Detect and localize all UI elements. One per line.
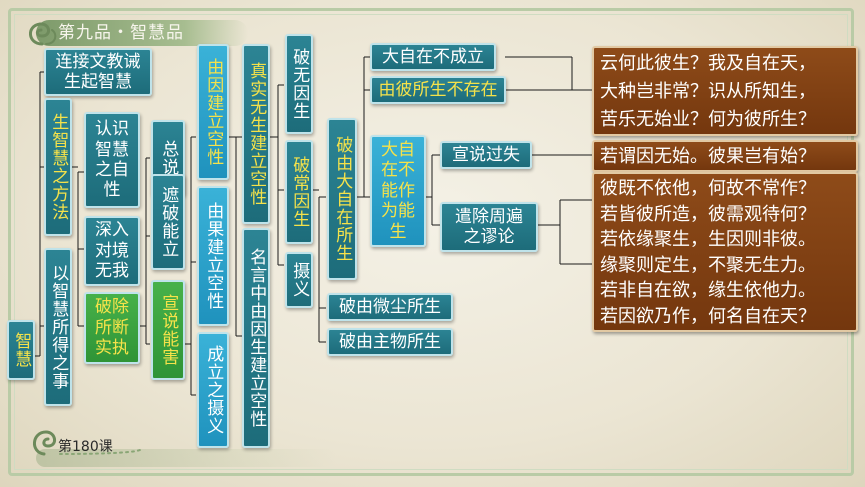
swirl-ornament-icon [29, 22, 57, 46]
verse-line: 若依缘聚生，生因则非彼。 [600, 229, 816, 250]
node-b2: 深入对境无我 [84, 216, 140, 286]
verse-block-3: 彼既不依他，何故不常作？ 若皆彼所造，彼需观待何？ 若依缘聚生，生因则非彼。 缘… [592, 172, 858, 332]
node-h1: 大自在不成立 [370, 43, 496, 71]
verse-line: 若皆彼所造，彼需观待何？ [600, 203, 816, 225]
node-e2: 名言中由因生建立空性 [242, 228, 270, 448]
verse-block-1: 云何此彼生？我及自在天， 大种岂非常？识从所知生， 苦乐无始业？何为彼所生？ [592, 46, 858, 136]
node-d1: 由因建立空性 [197, 44, 229, 180]
node-a3: 以智慧所得之事 [44, 248, 72, 406]
verse-line: 若因欲乃作，何名自在天？ [600, 305, 816, 327]
lesson-number: 第180课 [58, 439, 113, 455]
node-g3: 破由主物所生 [327, 328, 453, 356]
node-d3: 成立之摄义 [197, 332, 229, 448]
node-h2: 由彼所生不存在 [370, 76, 506, 104]
verse-line: 若谓因无始。彼果岂有始？ [600, 146, 816, 167]
footer-swirl-icon [33, 430, 141, 456]
footer-bar [36, 449, 336, 467]
node-b3: 破除所断实执 [84, 292, 140, 364]
node-f3: 摄义 [285, 252, 313, 308]
node-f1: 破无因生 [285, 34, 313, 134]
node-f2: 破常因生 [285, 140, 313, 244]
node-h3: 大自在不能作为能生 [370, 135, 426, 247]
node-g2: 破由微尘所生 [327, 293, 453, 321]
node-i2: 遣除周遍之谬论 [440, 202, 538, 252]
verse-line: 彼既不依他，何故不常作？ [600, 178, 816, 199]
verse-line: 若非自在欲，缘生依他力。 [600, 280, 816, 301]
node-d2: 由果建立空性 [197, 186, 229, 326]
verse-line: 大种岂非常？识从所知生， [600, 81, 816, 102]
page-title: 第九品・智慧品 [58, 23, 184, 43]
verse-line: 缘聚则定生，不聚无生力。 [600, 254, 816, 276]
node-b1: 认识智慧之自性 [84, 112, 140, 208]
node-i1: 宣说过失 [440, 141, 532, 169]
verse-line: 苦乐无始业？何为彼所生？ [600, 109, 816, 130]
node-g1: 破由大自在所生 [327, 118, 357, 280]
node-c1: 总说 [151, 120, 185, 196]
verse-block-2: 若谓因无始。彼果岂有始？ [592, 140, 858, 172]
node-c2: 遮破能立 [151, 174, 185, 270]
node-c3: 宣说能害 [151, 280, 185, 380]
node-a2: 生智慧之方法 [44, 98, 72, 236]
verse-line: 云何此彼生？我及自在天， [600, 53, 816, 74]
header-bar [36, 20, 248, 46]
node-root: 智慧 [7, 320, 35, 380]
node-a1: 连接文教诫生起智慧 [44, 48, 152, 96]
node-e1: 真实无生建立空性 [242, 44, 270, 224]
